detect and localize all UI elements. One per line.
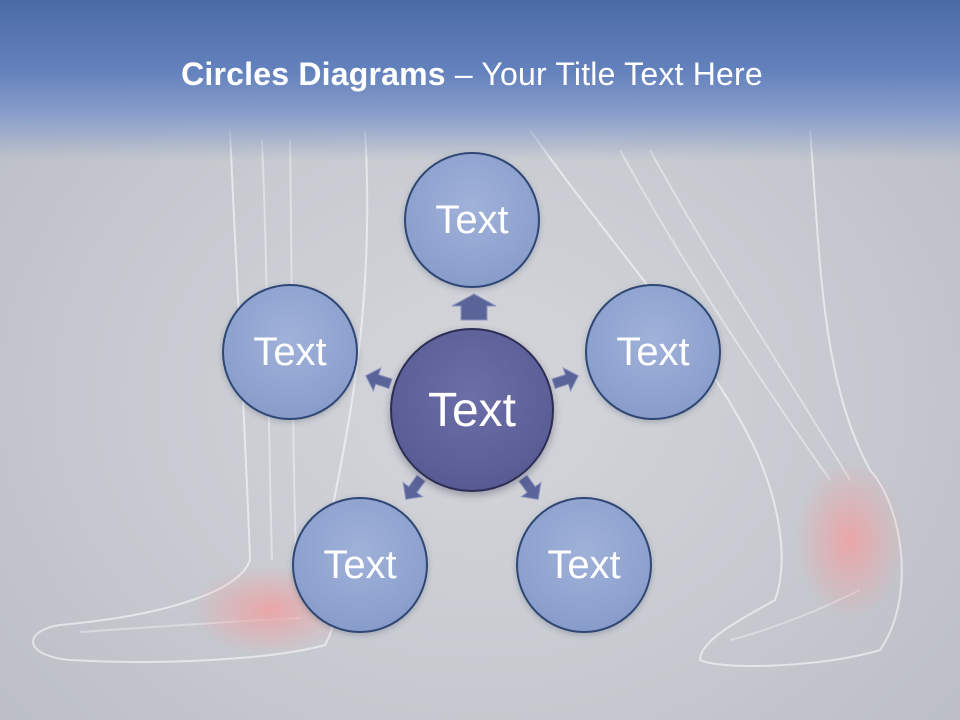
arrow-left xyxy=(365,366,393,393)
title-bold: Circles Diagrams xyxy=(181,56,446,92)
arrow-right xyxy=(551,366,579,393)
circle-right: Text xyxy=(585,284,721,420)
arrow-bottom-right xyxy=(518,474,542,500)
arrow-top xyxy=(451,293,497,321)
circle-top: Text xyxy=(404,152,540,288)
circle-bottom-right: Text xyxy=(516,497,652,633)
slide-title: Circles Diagrams – Your Title Text Here xyxy=(0,56,944,93)
arrow-bottom-left xyxy=(402,474,426,500)
title-rest: – Your Title Text Here xyxy=(445,56,763,92)
circle-left: Text xyxy=(222,284,358,420)
circle-center: Text xyxy=(390,328,554,492)
title-bar xyxy=(0,0,960,160)
circle-bottom-left: Text xyxy=(292,497,428,633)
